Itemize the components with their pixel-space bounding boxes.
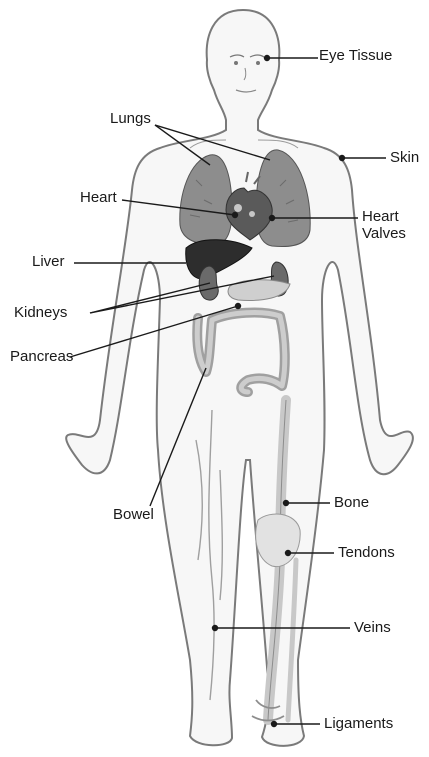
label-skin: Skin [390, 150, 419, 166]
label-bowel: Bowel [113, 507, 154, 523]
label-heart: Heart [80, 190, 117, 206]
label-heart-valves: Heart Valves [362, 208, 406, 242]
label-pancreas: Pancreas [10, 349, 73, 365]
label-heart-valves-line2: Valves [362, 225, 406, 242]
label-liver: Liver [32, 254, 65, 270]
label-ligaments: Ligaments [324, 716, 393, 732]
label-eye-tissue: Eye Tissue [319, 48, 392, 64]
label-bone: Bone [334, 495, 369, 511]
label-veins: Veins [354, 620, 391, 636]
label-tendons: Tendons [338, 545, 395, 561]
label-kidneys: Kidneys [14, 305, 67, 321]
label-lungs: Lungs [110, 111, 151, 127]
label-heart-valves-line1: Heart [362, 208, 406, 225]
